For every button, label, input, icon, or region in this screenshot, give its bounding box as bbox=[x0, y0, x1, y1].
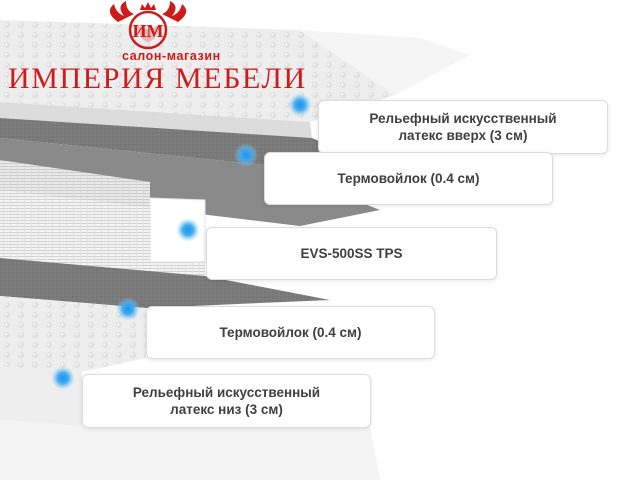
left-wing-icon bbox=[109, 1, 134, 22]
marker-dot-icon bbox=[288, 93, 312, 117]
callout-upper-felt: Термовойлок (0.4 см) bbox=[264, 152, 553, 205]
top-latex-edge bbox=[0, 102, 312, 138]
monogram-ring-icon bbox=[128, 10, 168, 50]
logo-subtitle: салон-магазин bbox=[122, 49, 221, 63]
bottom-latex-layer bbox=[0, 296, 146, 372]
marker-dot-icon bbox=[116, 297, 140, 321]
marker-dot-icon bbox=[234, 143, 258, 167]
store-logo: ИМ салон-магазин ИМПЕРИЯ МЕБЕЛИ bbox=[0, 0, 307, 100]
bottom-latex-floor bbox=[0, 420, 380, 480]
callout-bottom-latex: Рельефный искусственный латекс низ (3 см… bbox=[82, 374, 371, 428]
callout-label: Термовойлок (0.4 см) bbox=[219, 325, 362, 340]
callout-label: EVS-500SS TPS bbox=[300, 246, 403, 261]
monogram-text: ИМ bbox=[133, 21, 164, 41]
marker-dot-icon bbox=[176, 218, 200, 242]
right-wing-icon bbox=[162, 1, 187, 22]
callout-lower-felt: Термовойлок (0.4 см) bbox=[146, 306, 435, 359]
top-latex-far bbox=[300, 30, 470, 95]
logo-title: ИМПЕРИЯ МЕБЕЛИ bbox=[8, 62, 307, 95]
callout-label: Рельефный искусственный латекс низ (3 см… bbox=[132, 385, 321, 417]
callout-label: Термовойлок (0.4 см) bbox=[337, 171, 480, 186]
callout-spring-block: EVS-500SS TPS bbox=[206, 227, 497, 280]
callout-top-latex: Рельефный искусственный латекс вверх (3 … bbox=[318, 100, 608, 154]
spring-block-front bbox=[0, 160, 150, 260]
marker-dot-icon bbox=[51, 366, 75, 390]
lower-felt-layer bbox=[0, 258, 330, 308]
callout-label: Рельефный искусственный латекс вверх (3 … bbox=[369, 111, 557, 143]
crest-icon: ИМ bbox=[109, 1, 187, 50]
crown-icon bbox=[140, 2, 156, 10]
